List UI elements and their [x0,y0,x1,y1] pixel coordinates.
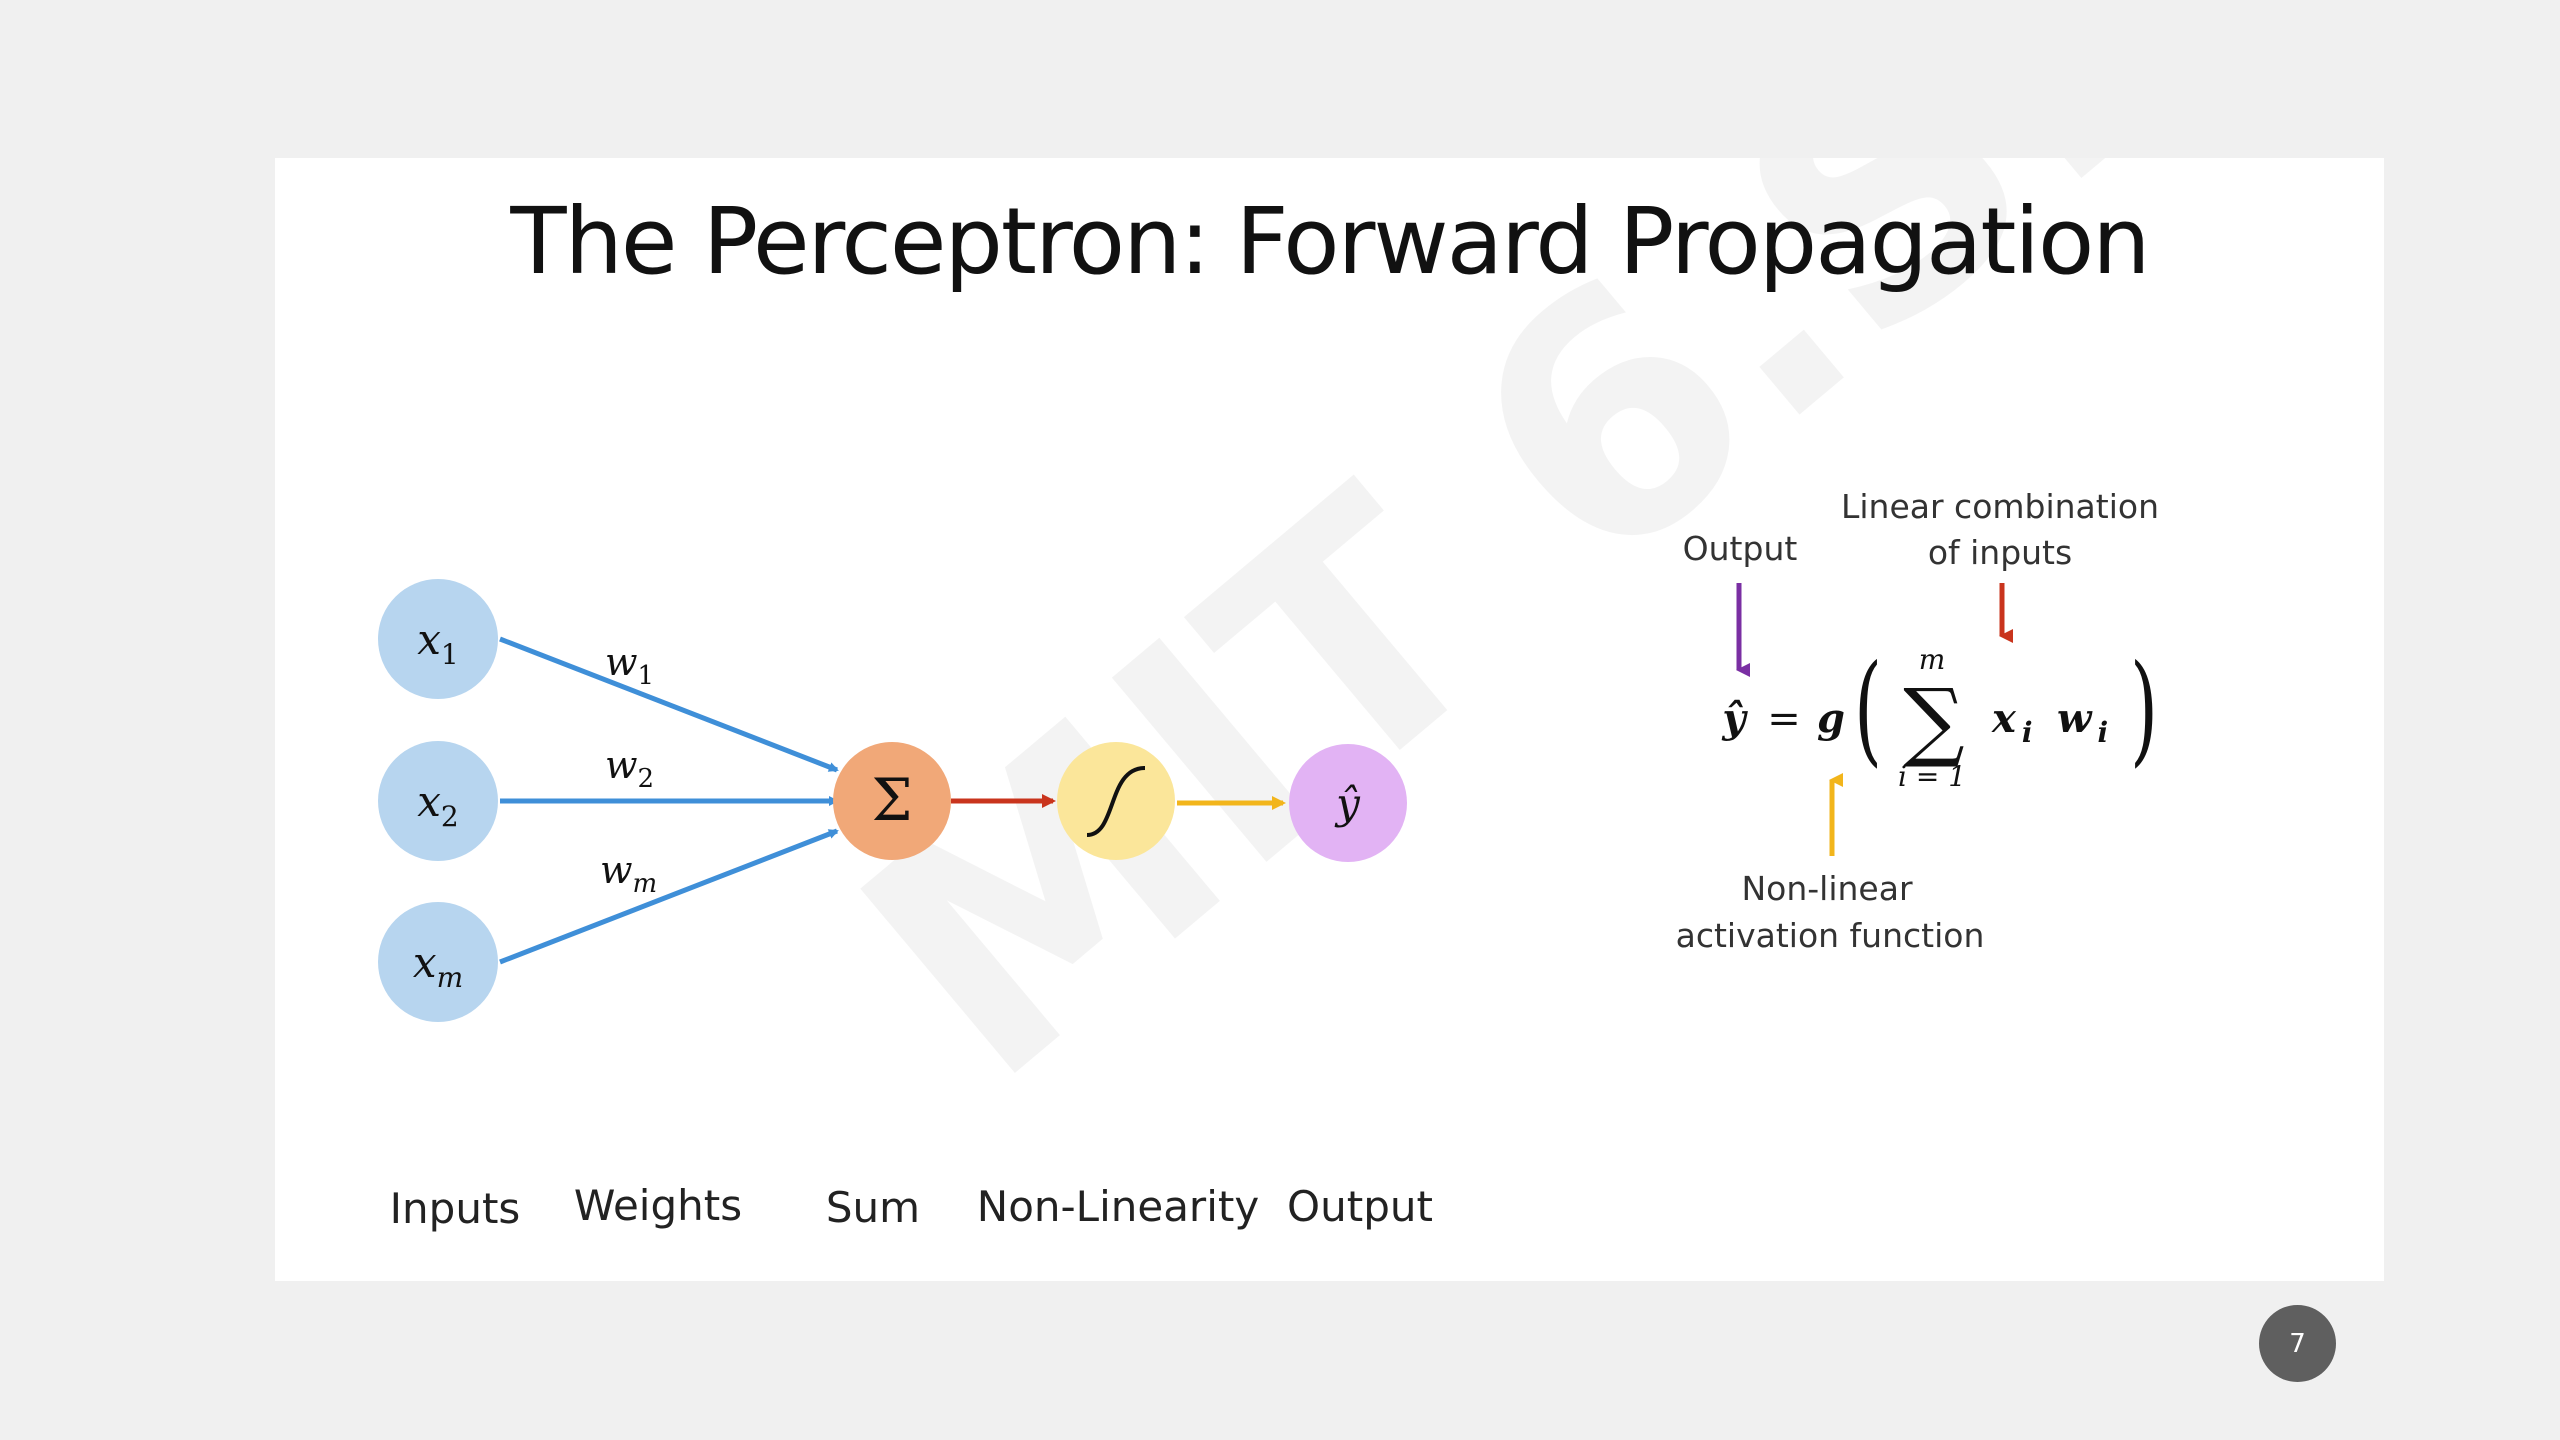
annotation-nonlinear-line1: Non-linear [1741,869,1912,908]
equation-open-paren: ( [1854,640,1882,779]
slide-title: The Perceptron: Forward Propagation [510,188,2150,295]
equation-sum-upper: m [1919,643,1946,676]
output-node [1289,744,1407,862]
perceptron-diagram: x1 x2 xm w1 w2 wm Σ ŷ Inputs Weights Sum… [378,487,2159,1233]
weight-label-m: wm [600,848,657,899]
weight-label-1: w1 [605,640,654,691]
stage-label-weights: Weights [574,1181,742,1230]
equation-func: g [1817,695,1845,742]
output-node-symbol: ŷ [1334,779,1361,828]
weight-label-2: w2 [605,743,654,794]
annotation-output: Output [1683,529,1798,568]
stage-label-nonlinearity: Non-Linearity [977,1182,1259,1231]
stage-label-output: Output [1287,1182,1433,1231]
annotation-linear-line2: of inputs [1928,533,2072,572]
input-node-2 [378,741,498,861]
annotation-nonlinear-line2: activation function [1676,916,1985,955]
equation-sigma: ∑ [1903,671,1964,771]
equation-close-paren: ) [2130,640,2158,779]
equation-equals: = [1767,696,1801,742]
stage-label-inputs: Inputs [390,1184,521,1233]
input-label-2: x2 [417,777,459,833]
input-node-m [378,902,498,1022]
weight-arrow-1 [499,636,839,773]
sum-symbol: Σ [871,766,912,834]
stage-label-sum: Sum [826,1183,920,1232]
input-label-m: xm [413,938,463,994]
input-label-1: x1 [417,615,459,671]
weight-arrow-m [499,828,839,965]
input-node-1 [378,579,498,699]
activation-node [1057,742,1175,860]
slide: MIT 6.S191 The Perceptron: Forward Propa… [275,158,2384,1281]
annotation-linear-line1: Linear combination [1841,487,2159,526]
equation-sum-lower: i = 1 [1898,760,1966,793]
equation-lhs: ŷ [1721,695,1748,742]
page-number-badge[interactable]: 7 [2259,1305,2336,1382]
sigmoid-icon [1086,766,1146,837]
sum-node [833,742,951,860]
